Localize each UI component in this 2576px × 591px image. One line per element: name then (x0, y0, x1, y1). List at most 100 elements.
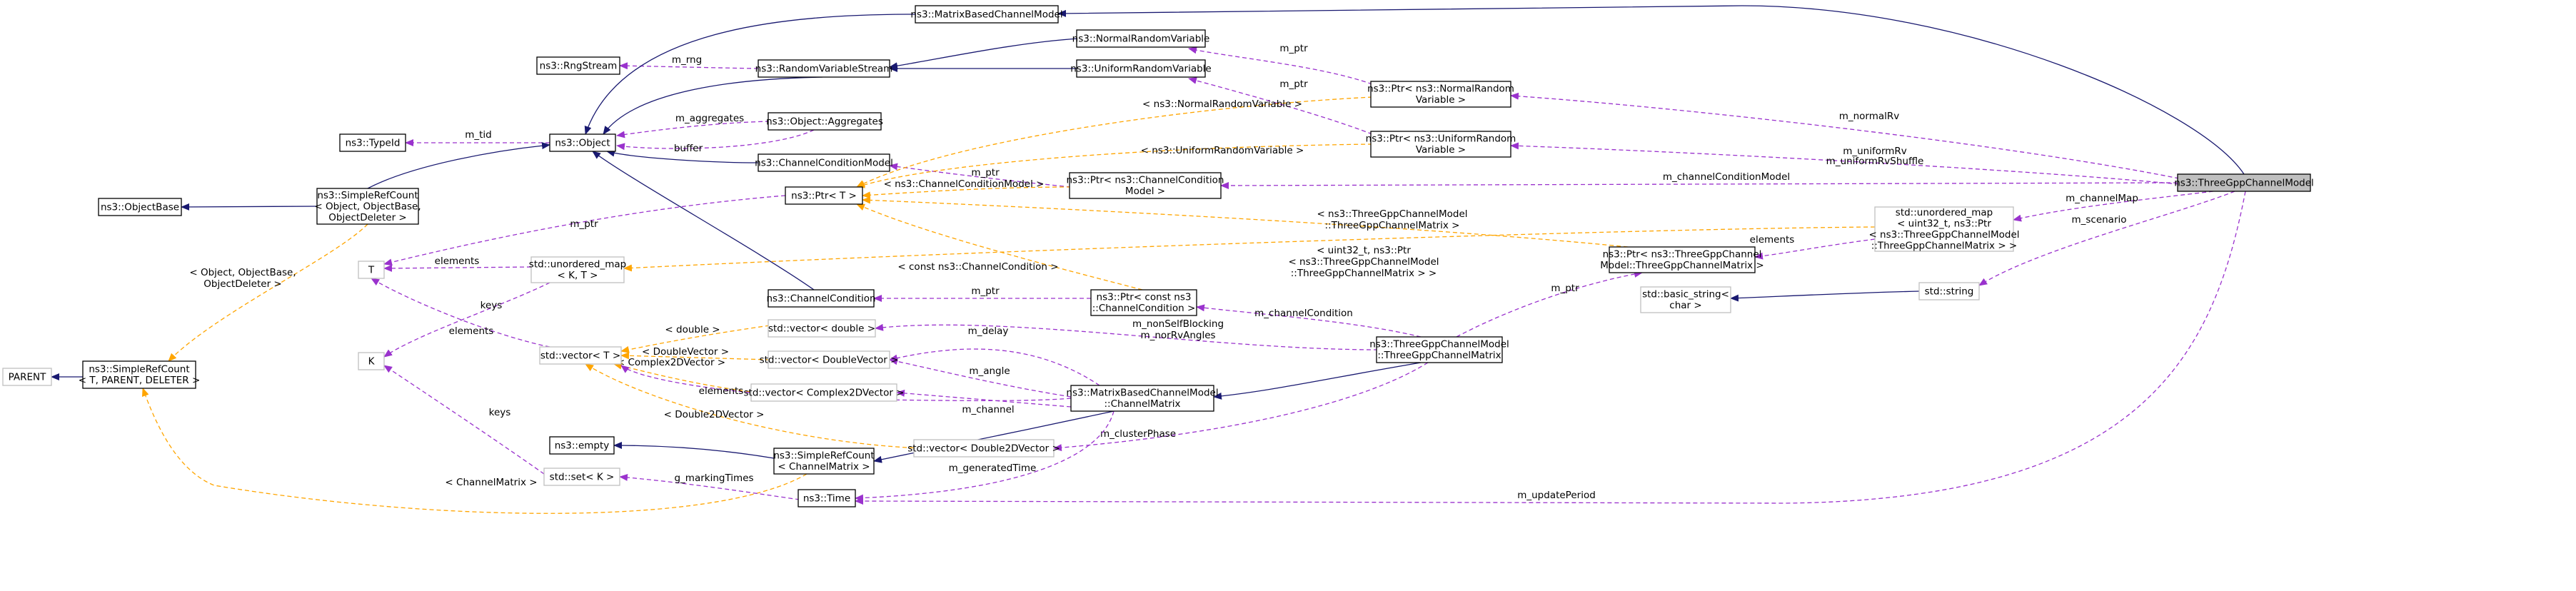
class-node-ptr-urv[interactable]: ns3::Ptr< ns3::UniformRandomVariable > (1366, 131, 1516, 158)
class-node-rngstream[interactable]: ns3::RngStream (536, 56, 620, 75)
class-node-vec-dvec[interactable]: std::vector< DoubleVector > (760, 350, 899, 369)
edge-line (1510, 92, 2180, 179)
class-node-vec-c2d[interactable]: std::vector< Complex2DVector > (744, 383, 905, 402)
node-label: < ChannelMatrix > (778, 461, 870, 473)
class-node-channelcond[interactable]: ns3::ChannelCondition (766, 289, 876, 308)
class-node-tgpp-model[interactable]: ns3::ThreeGppChannelModel (2174, 173, 2314, 192)
nodes-layer: ns3::MatrixBasedChannelModelns3::NormalR… (2, 5, 2314, 507)
class-node-setK[interactable]: std::set< K > (543, 468, 620, 486)
class-node-ptr-tgpp[interactable]: ns3::Ptr< ns3::ThreeGppChannelModel::Thr… (1600, 246, 1764, 273)
node-label: ns3::Ptr< ns3::ChannelCondition (1067, 175, 1224, 186)
edge-label: m_ptr (1551, 283, 1579, 294)
class-node-umapKT[interactable]: std::unordered_map< K, T > (529, 256, 626, 283)
edge-line (896, 389, 1072, 408)
edge-label: < const ns3::ChannelCondition > (897, 261, 1058, 273)
edge-line (1978, 191, 2235, 286)
node-box (1370, 131, 1511, 158)
node-label: ns3::empty (555, 440, 610, 451)
edge-label: < ns3::ChannelConditionModel > (884, 178, 1045, 190)
class-node-nrv[interactable]: ns3::NormalRandomVariable (1072, 29, 1210, 48)
edge-line (383, 282, 550, 358)
class-node-empty[interactable]: ns3::empty (549, 436, 615, 455)
class-node-T[interactable]: T (358, 261, 385, 279)
edge-e-ptrT-urv: < ns3::UniformRandomVariable > (856, 143, 1373, 188)
class-node-umap-tgpp[interactable]: std::unordered_map< uint32_t, ns3::Ptr< … (1868, 206, 2020, 252)
node-box (549, 133, 616, 152)
edge-label: m_ptr (570, 218, 598, 230)
edge-line (1188, 46, 1373, 85)
edge-e-tgppcm-ptr: m_ptr (1456, 271, 1643, 338)
class-node-vec-d2d[interactable]: std::vector< Double2DVector > (907, 439, 1060, 458)
edge-label: < Complex2DVector > (617, 357, 725, 368)
node-label: < uint32_t, ns3::Ptr (1897, 218, 1991, 230)
edge-line (620, 325, 770, 353)
class-node-urv[interactable]: ns3::UniformRandomVariable (1070, 59, 1212, 78)
class-node-time[interactable]: ns3::Time (798, 489, 856, 507)
edge-line (1196, 304, 1422, 338)
class-node-ptr-ccm[interactable]: ns3::Ptr< ns3::ChannelConditionModel > (1067, 172, 1224, 199)
class-node-mbcm[interactable]: ns3::MatrixBasedChannelModel (910, 5, 1063, 24)
edge-e-ptrT-cc: < const ns3::ChannelCondition > (856, 203, 1143, 291)
class-node-vec-double[interactable]: std::vector< double > (768, 319, 876, 338)
edge-label: m_ptr (971, 286, 1000, 297)
class-node-ptr-nrv[interactable]: ns3::Ptr< ns3::NormalRandomVariable > (1367, 81, 1514, 108)
node-label: ns3::ThreeGppChannelModel (2174, 177, 2314, 188)
node-box (798, 489, 856, 507)
edge-e-urv-ptrurv: m_ptr (1188, 77, 1373, 135)
class-node-objectbase[interactable]: ns3::ObjectBase (98, 198, 182, 216)
node-box (768, 319, 876, 338)
edge-e-nrv-ptrnrv: m_ptr (1188, 43, 1373, 85)
node-label: ns3::SimpleRefCount (89, 364, 189, 375)
edge-line (889, 38, 1079, 70)
node-label: Variable > (1416, 94, 1466, 106)
class-node-object[interactable]: ns3::Object (549, 133, 616, 152)
node-label: ::ThreeGppChannelMatrix > > (1871, 241, 2018, 252)
class-node-ccm[interactable]: ns3::ChannelConditionModel (755, 153, 893, 172)
class-node-vecT[interactable]: std::vector< T > (539, 346, 622, 365)
node-label: ns3::Ptr< ns3::UniformRandom (1366, 133, 1516, 145)
class-node-string[interactable]: std::string (1918, 282, 1980, 300)
edge-line (620, 352, 770, 360)
edge-e-vc2d-channel: m_channel (896, 389, 1072, 415)
class-node-srcT[interactable]: ns3::SimpleRefCount< T, PARENT, DELETER … (79, 360, 201, 389)
edge-label: g_markingTimes (674, 473, 753, 484)
class-node-K[interactable]: K (358, 352, 385, 370)
edge-label: m_nonSelfBlocking (1132, 318, 1224, 330)
class-node-tgpp-cm[interactable]: ns3::ThreeGppChannelModel::ThreeGppChann… (1369, 336, 1509, 363)
node-label: ns3::Ptr< ns3::ThreeGppChannel (1603, 249, 1762, 261)
node-label: PARENT (9, 371, 47, 383)
class-node-ptr-cc[interactable]: ns3::Ptr< const ns3::ChannelCondition > (1090, 289, 1197, 316)
edge-label: m_uniformRv (1843, 146, 1907, 157)
edges-layer: m_ptrm_ptrm_rngm_tidm_aggregatesbufferm_… (51, 5, 2246, 514)
class-node-chmatrix[interactable]: ns3::MatrixBasedChannelModel::ChannelMat… (1066, 385, 1219, 412)
edge-e-chm-tgppcm (1213, 362, 1422, 400)
edge-label: m_ptr (971, 167, 1000, 178)
edge-label: m_normalRv (1839, 111, 1900, 122)
node-label: ns3::Ptr< ns3::NormalRandom (1367, 84, 1514, 95)
edge-label: m_channelConditionModel (1663, 171, 1790, 183)
class-node-srcobj[interactable]: ns3::SimpleRefCount< Object, ObjectBase,… (314, 188, 421, 225)
edge-label: < double > (665, 324, 720, 335)
edge-line (873, 410, 1115, 463)
class-node-typeid[interactable]: ns3::TypeId (339, 133, 406, 152)
edge-e-ptrcc-tgppcm: m_channelCondition (1196, 304, 1422, 338)
class-node-ptrT[interactable]: ns3::Ptr< T > (785, 186, 863, 205)
class-node-aggregates[interactable]: ns3::Object::Aggregates (766, 112, 883, 131)
class-node-parent[interactable]: PARENT (2, 368, 52, 386)
edge-e-T-ptrT: m_ptr (383, 195, 786, 266)
edge-e-ccm-ptr: m_ptr (889, 163, 1072, 188)
edge-label: < DoubleVector > (642, 346, 729, 358)
edge-label: elements (1750, 234, 1795, 246)
edge-e-str-model: m_scenario (1978, 191, 2235, 286)
edge-label: m_uniformRvShuffle (1826, 156, 1924, 167)
edge-label: < Double2DVector > (664, 409, 765, 420)
edge-line (856, 96, 1373, 188)
class-node-src-cm[interactable]: ns3::SimpleRefCount< ChannelMatrix > (773, 448, 875, 475)
edge-e-rvs-nrv (889, 38, 1079, 70)
node-label: Model > (1125, 186, 1165, 197)
edge-line (619, 62, 759, 70)
node-label: ObjectDeleter > (328, 212, 406, 223)
class-node-basic-string[interactable]: std::basic_string<char > (1640, 286, 1731, 313)
class-node-rvs[interactable]: ns3::RandomVariableStream (755, 59, 893, 78)
